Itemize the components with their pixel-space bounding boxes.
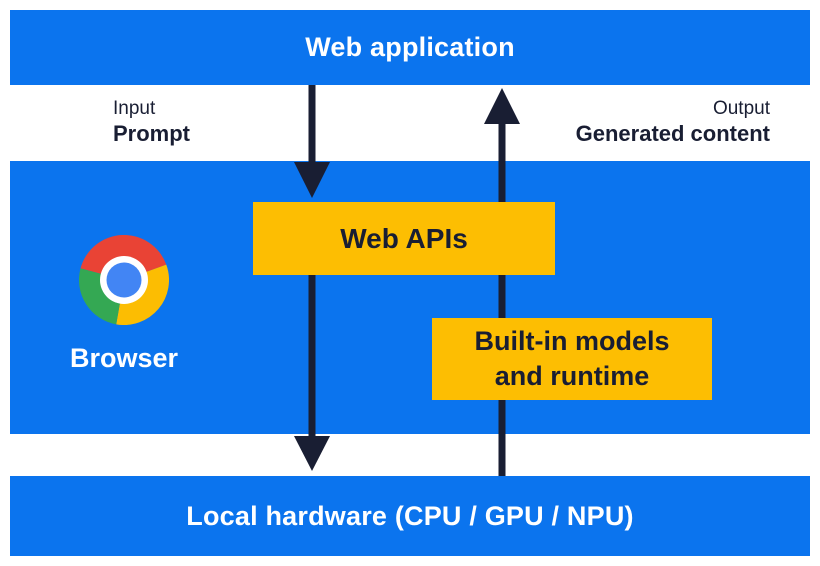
output-label-group: Output Generated content [576, 97, 770, 147]
output-value: Generated content [575, 121, 770, 146]
local-hardware-bar: Local hardware (CPU / GPU / NPU) [10, 476, 810, 556]
output-title: Output [712, 98, 770, 119]
local-hardware-label: Local hardware (CPU / GPU / NPU) [186, 500, 634, 531]
chrome-logo-icon [79, 235, 169, 325]
web-apis-label: Web APIs [340, 222, 468, 254]
web-application-bar: Web application [10, 10, 810, 85]
input-value: Prompt [113, 121, 190, 146]
prompt-down-arrow-icon [294, 85, 330, 471]
browser-label: Browser [69, 343, 179, 373]
input-title: Input [113, 98, 156, 119]
builtin-models-line1: Built-in models [474, 326, 670, 356]
builtin-models-box: Built-in models and runtime [432, 318, 712, 400]
web-apis-box: Web APIs [253, 202, 555, 275]
generated-content-up-arrow-icon [484, 88, 520, 476]
web-application-label: Web application [305, 32, 515, 62]
builtin-models-label: Built-in models and runtime [475, 324, 670, 394]
input-label-group: Input Prompt [113, 97, 190, 147]
builtin-models-line2: and runtime [494, 361, 650, 391]
